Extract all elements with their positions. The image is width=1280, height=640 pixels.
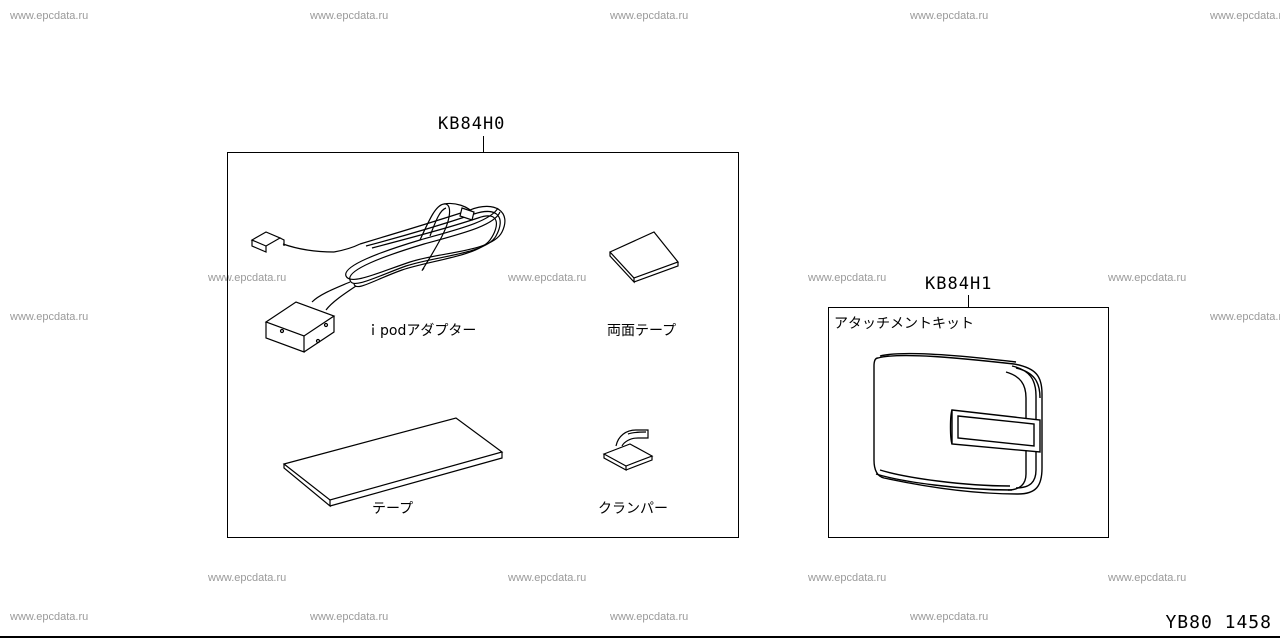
watermark: www.epcdata.ru (310, 611, 389, 623)
watermark: www.epcdata.ru (808, 572, 887, 584)
footer-rule (0, 636, 1280, 638)
watermark: www.epcdata.ru (208, 572, 287, 584)
watermark: www.epcdata.ru (808, 272, 887, 284)
clamper-icon (602, 429, 654, 472)
watermark: www.epcdata.ru (10, 611, 89, 623)
watermark: www.epcdata.ru (508, 572, 587, 584)
kit-box-kb84h1 (828, 307, 1109, 538)
ipod-adapter-cable-icon (250, 202, 506, 353)
kit-box-kb84h0 (227, 152, 739, 538)
double-sided-tape-icon (608, 231, 679, 284)
kit-code-kb84h1: KB84H1 (925, 274, 993, 294)
item-label-ipod-adapter: ｉpodアダプター (366, 323, 477, 339)
watermark: www.epcdata.ru (910, 10, 989, 22)
watermark: www.epcdata.ru (1108, 272, 1187, 284)
watermark: www.epcdata.ru (1108, 572, 1187, 584)
watermark: www.epcdata.ru (508, 272, 587, 284)
item-label-tape: テープ (372, 501, 414, 517)
diagram-id: YB80 1458 (1165, 612, 1272, 633)
watermark: www.epcdata.ru (610, 611, 689, 623)
item-label-clamper: クランパー (598, 501, 668, 517)
watermark: www.epcdata.ru (10, 311, 89, 323)
item-label-double-sided-tape: 両面テープ (607, 323, 677, 339)
watermark: www.epcdata.ru (910, 611, 989, 623)
leader-line (483, 136, 484, 153)
watermark: www.epcdata.ru (1210, 10, 1280, 22)
item-label-attachment-kit: アタッチメントキット (834, 316, 974, 332)
watermark: www.epcdata.ru (1210, 311, 1280, 323)
watermark: www.epcdata.ru (10, 10, 89, 22)
watermark: www.epcdata.ru (610, 10, 689, 22)
tape-strip-icon (282, 417, 504, 508)
attachment-kit-case-icon (873, 352, 1043, 495)
kit-code-kb84h0: KB84H0 (438, 114, 506, 134)
leader-line (968, 295, 969, 308)
watermark: www.epcdata.ru (310, 10, 389, 22)
